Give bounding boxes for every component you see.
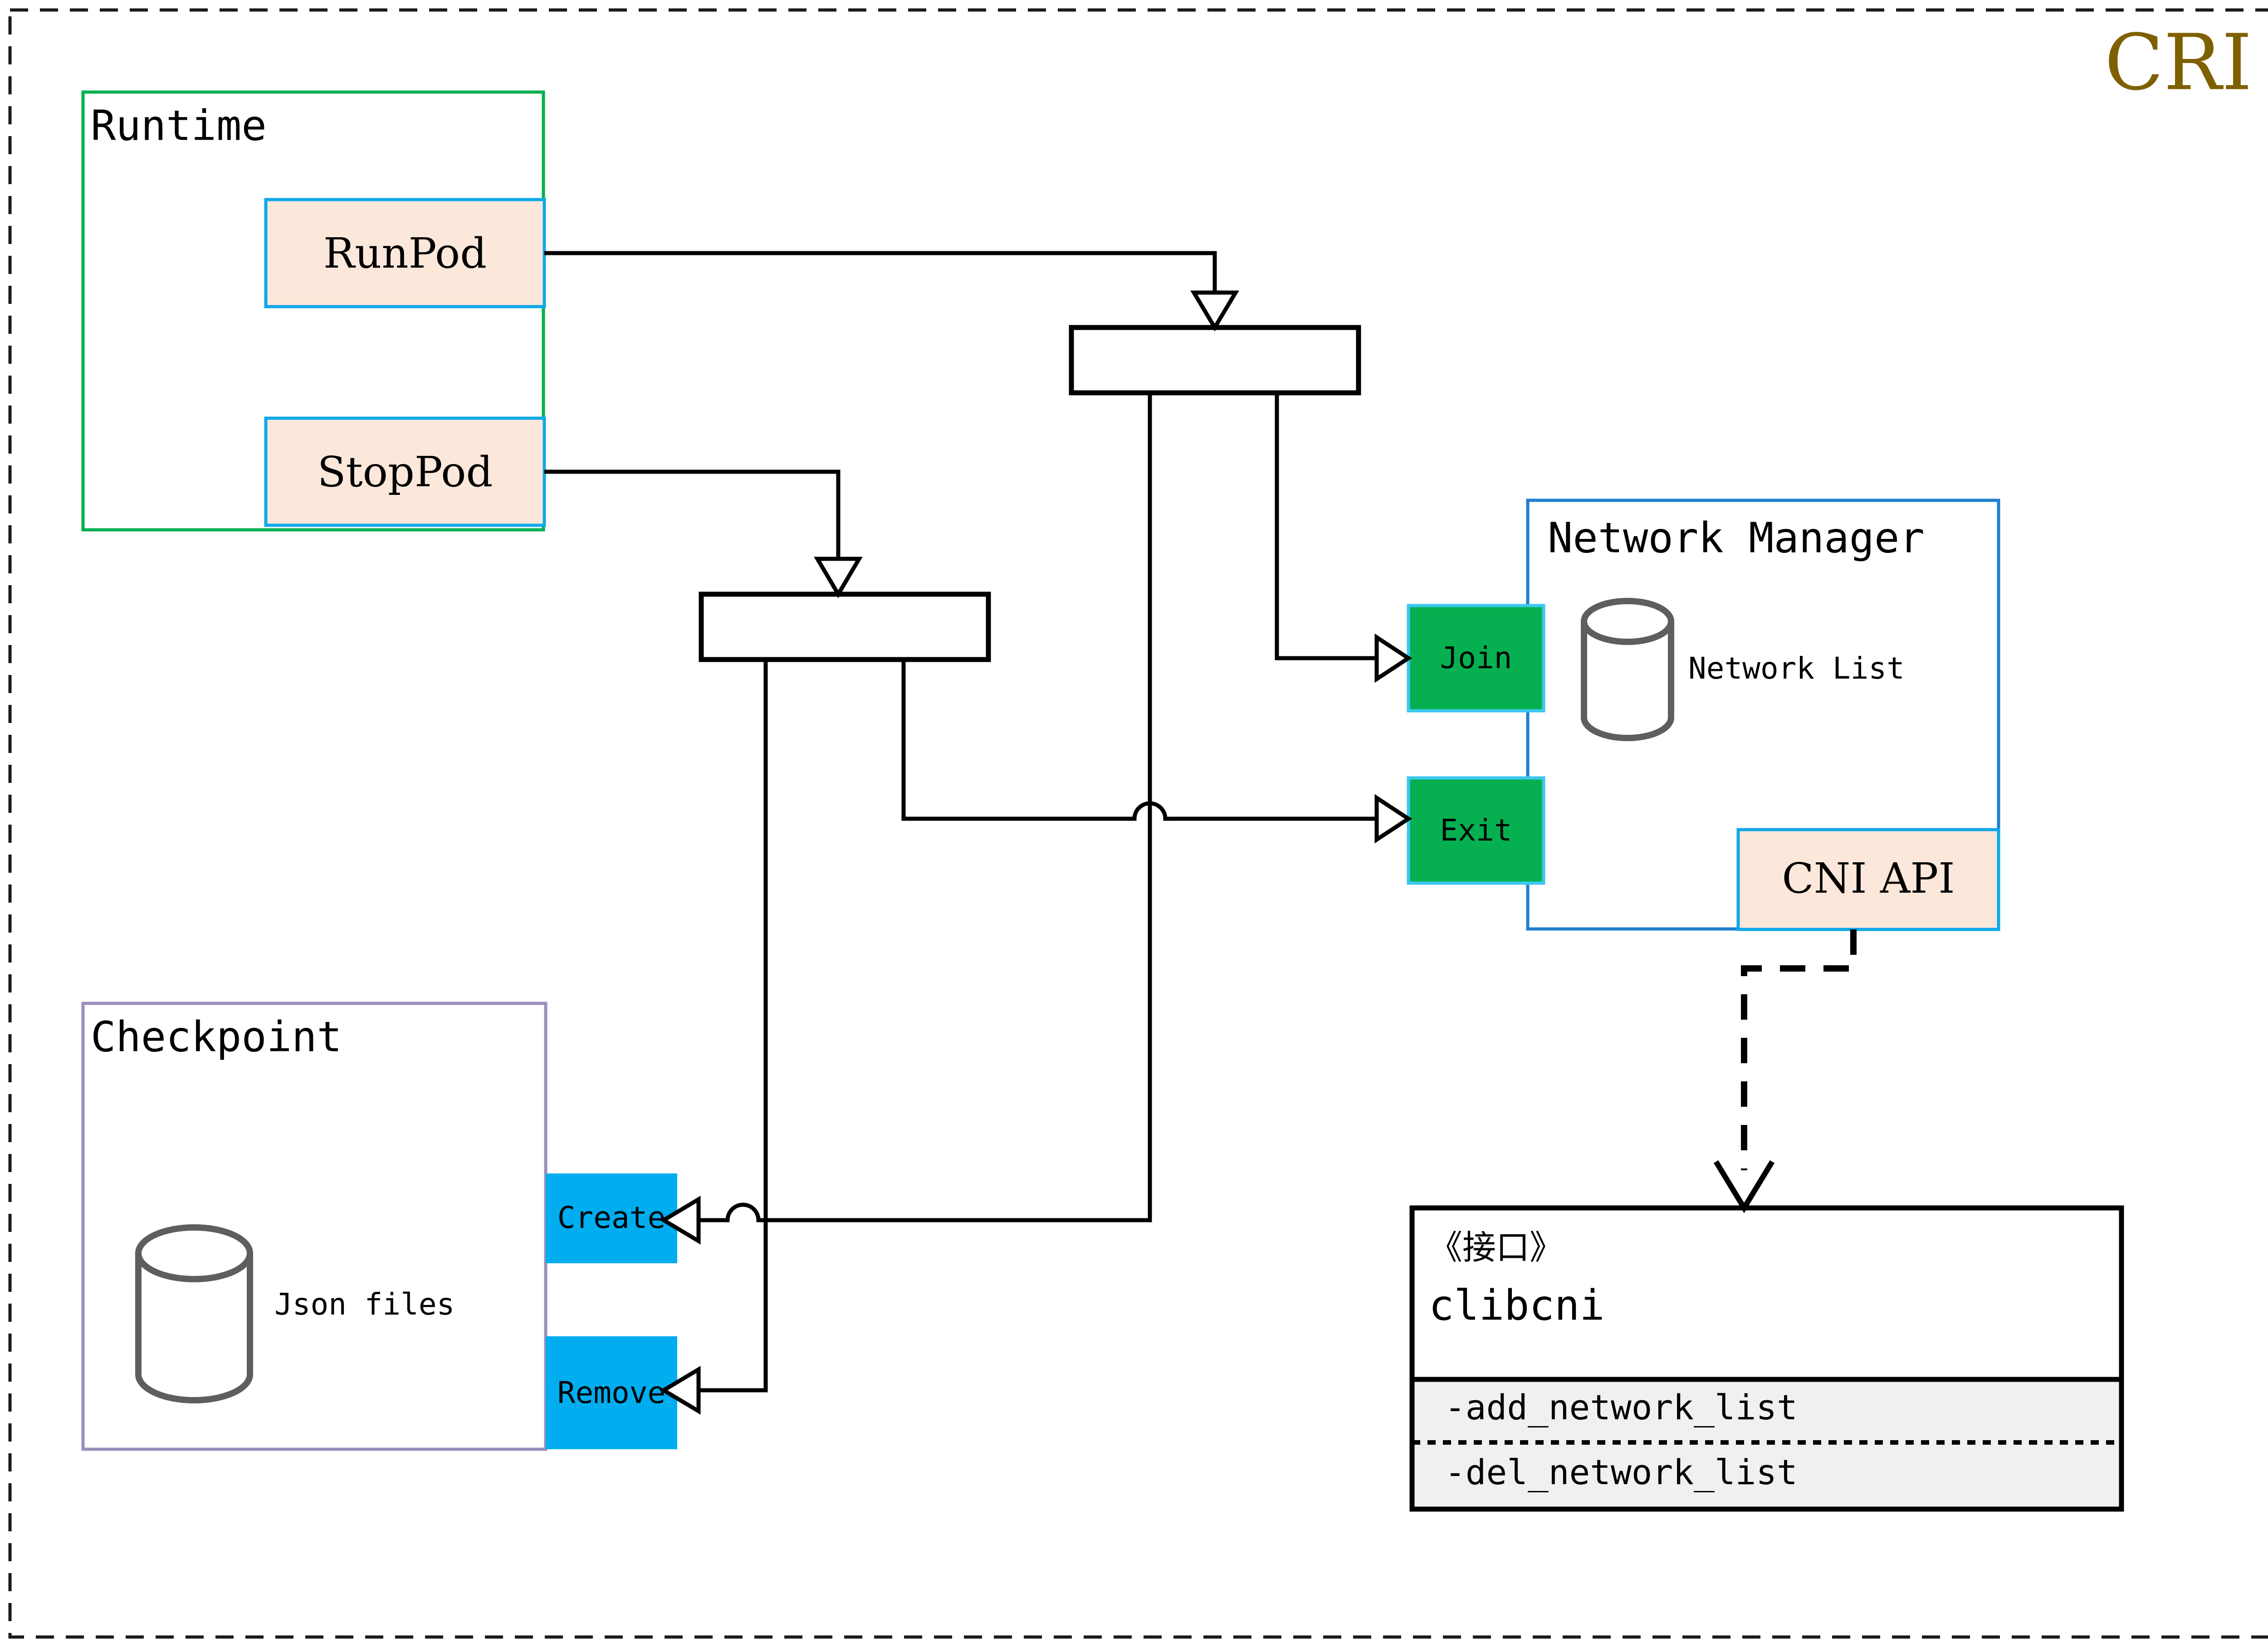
runtime-label: Runtime	[91, 101, 267, 150]
create-box[interactable]	[546, 1173, 677, 1263]
node-runpod[interactable]: RunPod	[264, 198, 546, 308]
checkpoint-label: Checkpoint	[91, 1012, 342, 1061]
node-exit[interactable]: Exit	[1407, 776, 1545, 885]
join-box[interactable]	[1407, 604, 1545, 713]
node-join[interactable]: Join	[1407, 604, 1545, 713]
edge-merge-left-to-remove	[699, 660, 768, 1393]
stoppod-box[interactable]	[264, 416, 546, 527]
interface-clibcni[interactable]: 《接口》 clibcni -add_network_list -del_netw…	[1409, 1205, 2124, 1512]
clibcni-name: clibcni	[1429, 1281, 1605, 1329]
remove-label: Remove	[557, 1375, 665, 1410]
edge-merge-left-to-exit	[901, 660, 1377, 821]
runpod-label: RunPod	[323, 229, 487, 278]
node-merge-top[interactable]	[1069, 325, 1361, 396]
arrowhead-clibcni	[1713, 1160, 1775, 1213]
edge-merge-top-to-join	[1275, 393, 1377, 660]
page-title: CRI	[2105, 18, 2252, 108]
join-label: Join	[1440, 640, 1512, 675]
network-manager-label: Network Manager	[1548, 513, 1925, 562]
arrowhead-merge-left	[814, 557, 863, 598]
exit-box[interactable]	[1407, 776, 1545, 885]
edge-merge-top-to-create	[699, 393, 1152, 1222]
runpod-box[interactable]	[264, 198, 546, 308]
group-checkpoint: Checkpoint Json files	[81, 1002, 547, 1451]
network-list-label: Network List	[1688, 651, 1905, 686]
exit-label: Exit	[1440, 813, 1512, 848]
clibcni-header-compartment	[1409, 1205, 2124, 1382]
create-label: Create	[557, 1200, 665, 1235]
clibcni-method-add: -add_network_list	[1445, 1387, 1798, 1427]
cni-api-box[interactable]	[1736, 828, 2000, 931]
node-merge-left[interactable]	[699, 591, 991, 662]
node-create[interactable]: Create	[546, 1173, 677, 1263]
node-cni-api[interactable]: CNI API	[1736, 828, 2000, 931]
network-list-cylinder-icon	[1581, 598, 1674, 741]
edge-cni-api-to-clibcni	[1741, 929, 1857, 1170]
clibcni-method-del: -del_network_list	[1445, 1452, 1798, 1492]
node-stoppod[interactable]: StopPod	[264, 416, 546, 527]
arrowhead-remove	[660, 1366, 701, 1415]
node-remove[interactable]: Remove	[546, 1336, 677, 1449]
stoppod-label: StopPod	[318, 448, 493, 496]
remove-box[interactable]	[546, 1336, 677, 1449]
merge-left-box[interactable]	[699, 591, 991, 662]
cni-api-label: CNI API	[1782, 854, 1955, 903]
edge-runpod-to-merge-top	[544, 251, 1217, 293]
arrowhead-merge-top	[1190, 290, 1239, 332]
arrowhead-exit	[1374, 794, 1413, 844]
json-files-cylinder-icon	[135, 1224, 253, 1403]
merge-top-box[interactable]	[1069, 325, 1361, 396]
edge-stoppod-to-merge-left	[544, 469, 841, 559]
arrowhead-create	[660, 1196, 701, 1245]
clibcni-stereotype: 《接口》	[1429, 1228, 1563, 1267]
json-files-label: Json files	[274, 1287, 455, 1322]
arrowhead-join	[1374, 633, 1413, 683]
